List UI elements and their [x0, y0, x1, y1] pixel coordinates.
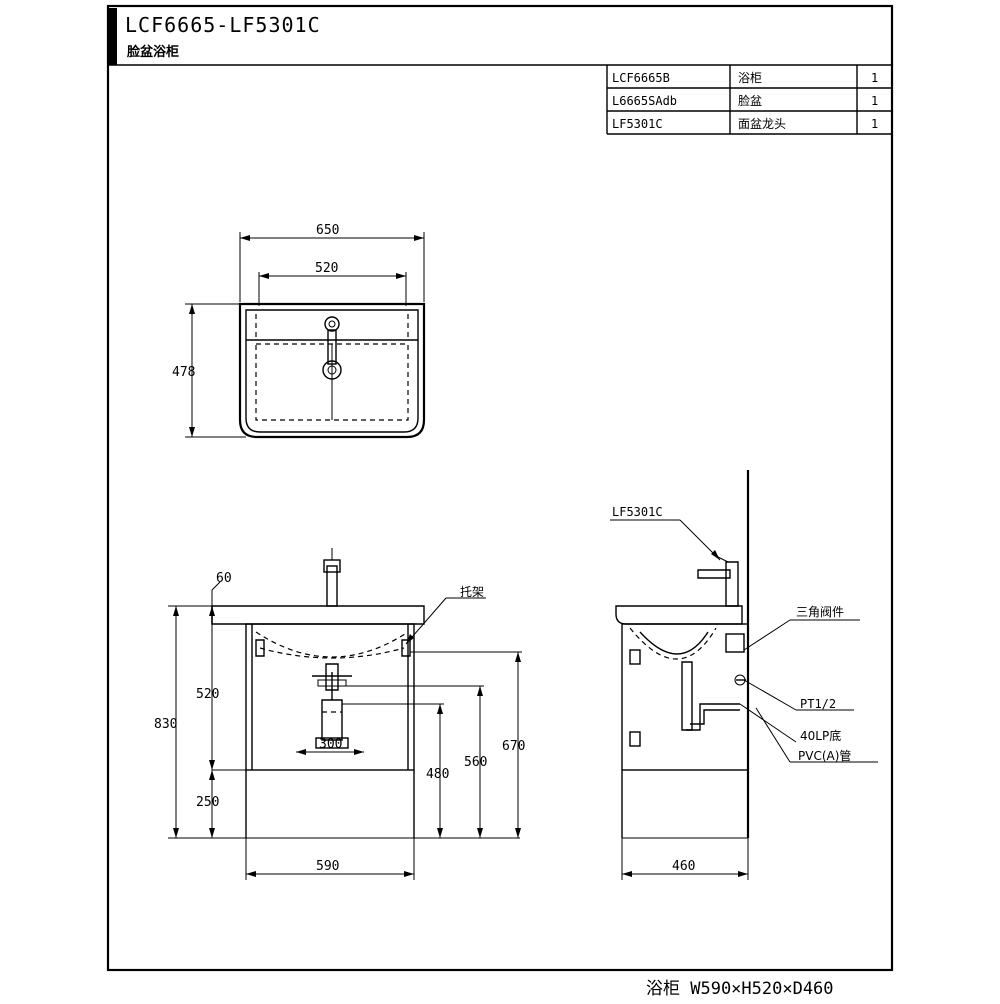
- table-row-name: 浴柜: [738, 71, 762, 85]
- label-drain: 40LP底: [800, 728, 841, 743]
- table-row-code: L6665SAdb: [612, 94, 677, 108]
- dim-supply-height: 560: [464, 755, 487, 770]
- table-row-qty: 1: [871, 71, 878, 85]
- dim-cabinet-height: 520: [196, 687, 219, 702]
- callout-faucet: LF5301C: [612, 505, 663, 519]
- table-row-qty: 1: [871, 94, 878, 108]
- dim-top-offset: 60: [216, 571, 232, 586]
- dim-plan-width-outer: 650: [316, 223, 339, 238]
- dim-plan-width-inner: 520: [315, 261, 338, 276]
- dim-front-width: 590: [316, 859, 339, 874]
- footer-spec: 浴柜 W590×H520×D460: [646, 979, 834, 999]
- label-bracket: 托架: [460, 585, 484, 599]
- label-valve: 三角阀件: [796, 605, 844, 619]
- table-row-qty: 1: [871, 117, 878, 131]
- sheet-border: [106, 4, 894, 972]
- parts-table: LCF6665B 浴柜 1 L6665SAdb 脸盆 1 LF5301C 面盆龙…: [606, 65, 892, 135]
- drawing-subtitle: 脸盆浴柜: [127, 44, 179, 60]
- plan-view: 650 520 478: [172, 223, 426, 439]
- table-row-code: LCF6665B: [612, 71, 670, 85]
- label-pipe-thread: PT1/2: [800, 697, 836, 711]
- drawing-title: LCF6665-LF5301C: [125, 13, 321, 37]
- dim-tap-height: 670: [502, 739, 525, 754]
- dim-drain-height: 480: [426, 767, 449, 782]
- front-view: 60 830 520 250 300 480 560: [154, 548, 525, 880]
- title-bar-marker: [108, 8, 117, 65]
- table-row-code: LF5301C: [612, 117, 663, 131]
- table-row-name: 面盆龙头: [738, 117, 786, 131]
- dim-floor-gap: 250: [196, 795, 219, 810]
- dim-total-height: 830: [154, 717, 177, 732]
- dim-side-depth: 460: [672, 859, 695, 874]
- label-pvc: PVC(A)管: [798, 748, 851, 763]
- table-row-name: 脸盆: [738, 94, 762, 108]
- dim-drain-label: 300: [319, 737, 342, 752]
- dim-plan-depth: 478: [172, 365, 195, 380]
- side-view: LF5301C 三角阀件 PT1/2 40LP底 PVC(A)管 460: [610, 470, 878, 880]
